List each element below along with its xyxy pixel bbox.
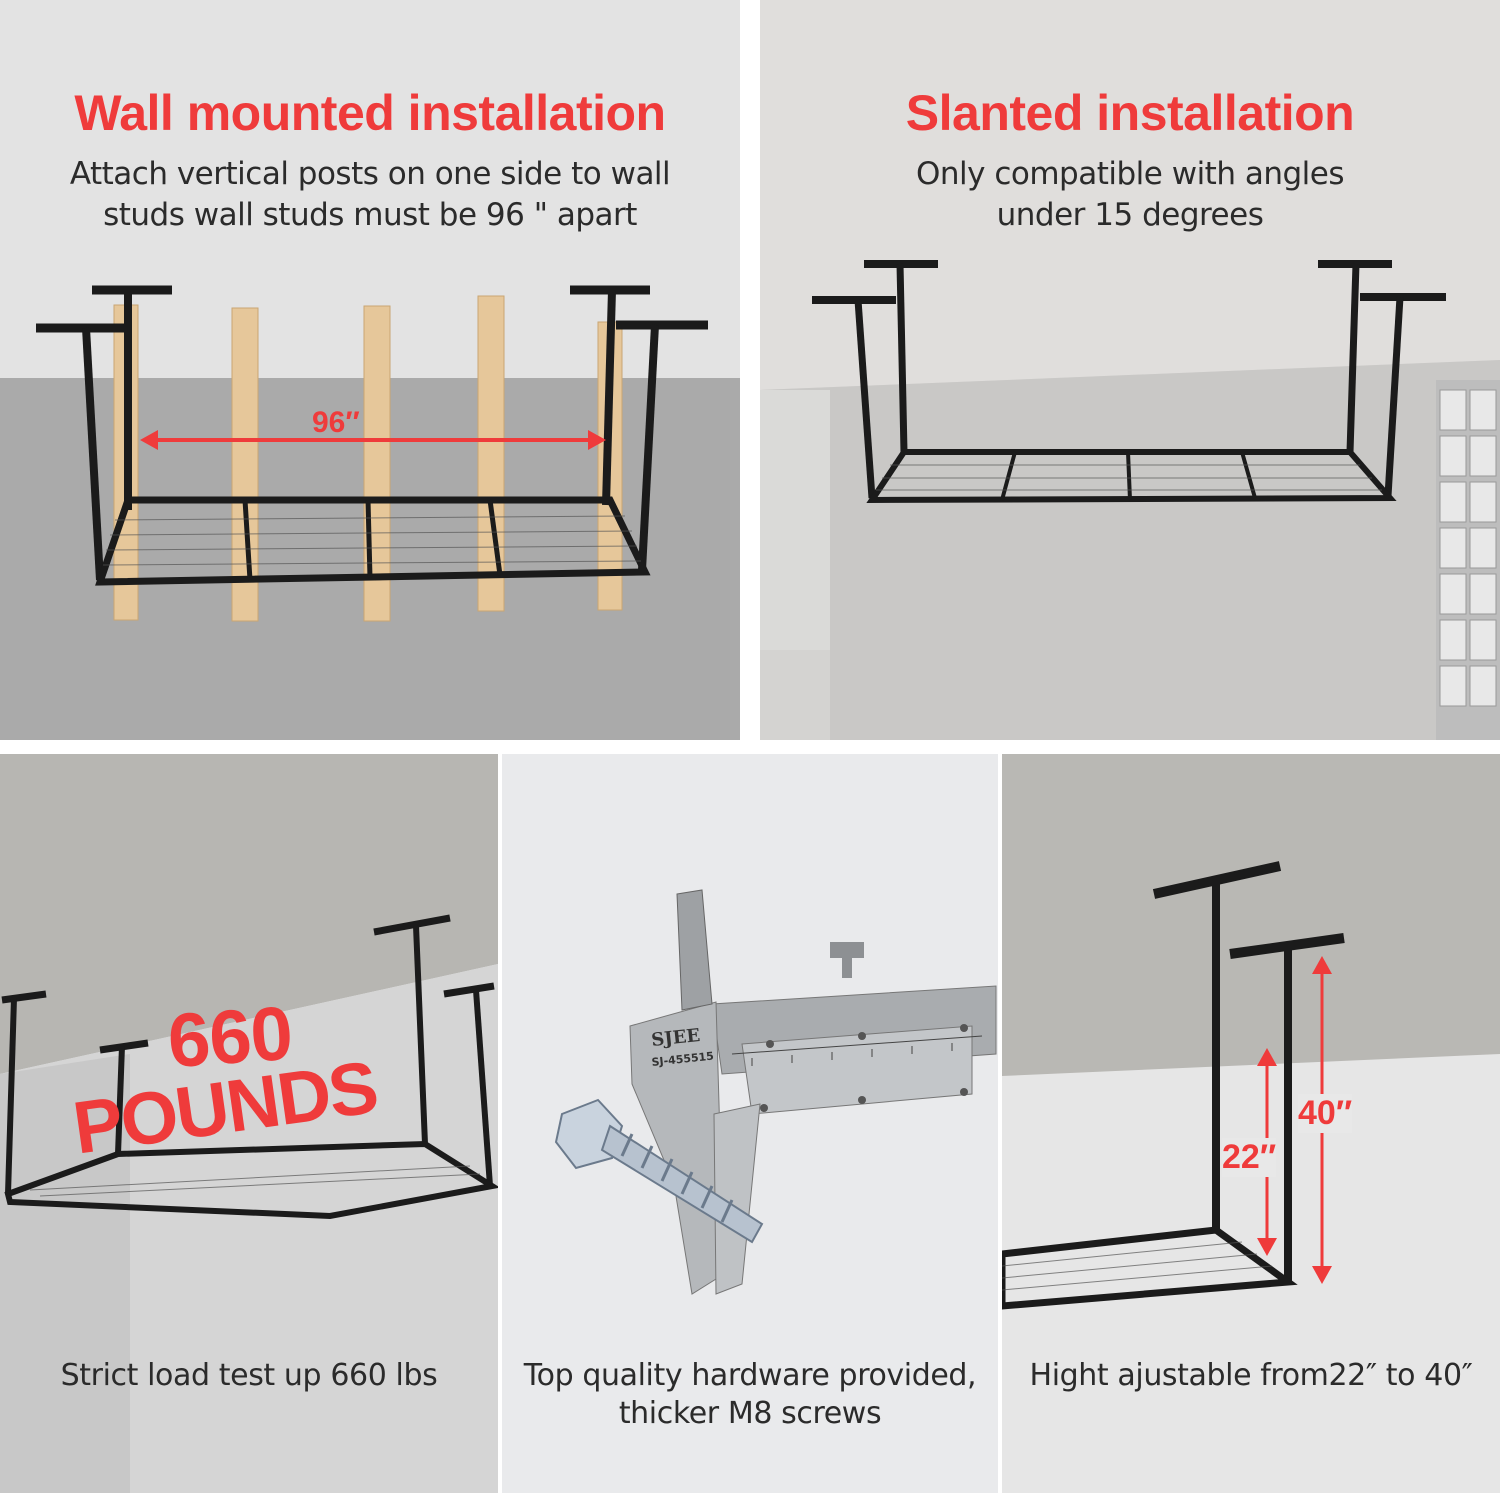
rack-frame	[36, 285, 708, 586]
panel-height: 22″ 40″ Hight ajustable from22″ to 40″	[1002, 754, 1500, 1493]
rack-frame-load	[1, 914, 498, 1220]
panel-hardware: SJEE SJ-455515 Top quality hardware prov…	[502, 754, 998, 1493]
wall-mounted-subtitle: Attach vertical posts on one side to wal…	[0, 154, 740, 236]
panel-slanted: Slanted installation Only compatible wit…	[760, 0, 1500, 740]
hardware-illustration: SJEE SJ-455515	[554, 889, 997, 1295]
height-label-22: 22″	[1222, 1138, 1277, 1177]
hardware-caption-line1: Top quality hardware provided,	[523, 1358, 977, 1393]
dimension-arrow	[140, 430, 606, 450]
glass-block-wall	[1436, 380, 1500, 740]
slanted-subtitle: Only compatible with angles under 15 deg…	[760, 154, 1500, 236]
slanted-title: Slanted installation	[905, 85, 1355, 141]
height-label-40: 40″	[1298, 1094, 1353, 1133]
hardware-caption: Top quality hardware provided, thicker M…	[502, 1357, 998, 1433]
load-test-illustration	[0, 754, 498, 1493]
slanted-subtitle-line1: Only compatible with angles	[915, 156, 1345, 192]
rack-frame-height	[1002, 861, 1345, 1310]
caliper-model: SJ-455515	[651, 1050, 715, 1069]
wall-mounted-subtitle-line2: studs wall studs must be 96 " apart	[103, 197, 637, 233]
panel-load-test: 660 POUNDS Strict load test up 660 lbs	[0, 754, 498, 1493]
load-test-caption: Strict load test up 660 lbs	[60, 1358, 438, 1393]
wall-mounted-subtitle-line1: Attach vertical posts on one side to wal…	[69, 156, 671, 192]
slanted-subtitle-line2: under 15 degrees	[996, 197, 1264, 233]
panel-wall-mounted: Wall mounted installation Attach vertica…	[0, 0, 740, 740]
dimension-label-96: 96″	[312, 406, 360, 439]
slanted-illustration	[760, 0, 1500, 740]
height-caption: Hight ajustable from22″ to 40″	[1029, 1358, 1473, 1393]
wall-mounted-illustration	[0, 0, 740, 740]
caliper-icon	[629, 889, 997, 1295]
lag-screw-icon	[554, 1098, 764, 1244]
caliper-brand: SJEE	[650, 1025, 701, 1051]
hardware-caption-line2: thicker M8 screws	[618, 1396, 882, 1431]
wall-mounted-title: Wall mounted installation	[74, 85, 666, 141]
height-illustration	[1002, 754, 1500, 1493]
